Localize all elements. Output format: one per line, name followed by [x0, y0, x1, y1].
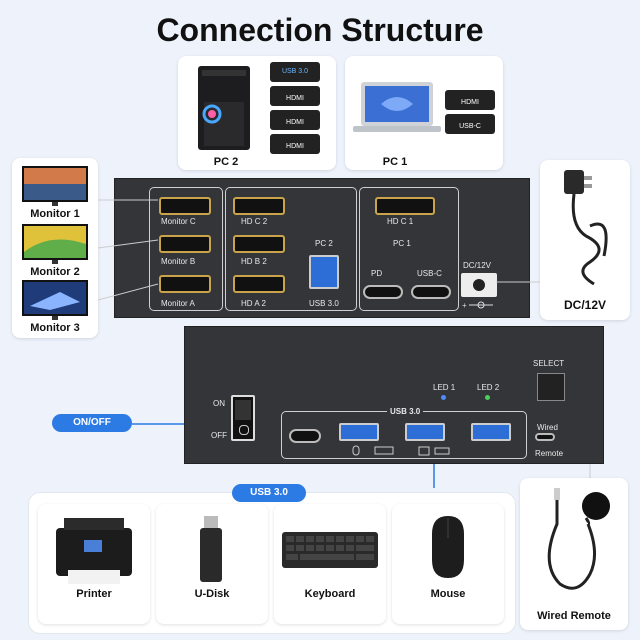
- device-udisk-card: U-Disk: [156, 504, 268, 624]
- page-title: Connection Structure: [156, 12, 484, 48]
- laptop-image: [353, 82, 441, 132]
- udisk-image: [200, 516, 222, 582]
- pc2-port-hdmi-1: HDMI: [270, 86, 320, 106]
- pc1-port-hdmi: HDMI: [445, 90, 495, 110]
- wired-remote-image: [547, 488, 610, 590]
- usb-hub-label: USB 3.0: [387, 407, 424, 416]
- monitor-1-image: [22, 166, 88, 206]
- monitor-c-label: Monitor C: [161, 217, 196, 226]
- hd-c2-label: HD C 2: [241, 217, 268, 226]
- pc1-usbc-port[interactable]: [411, 285, 451, 299]
- led2-indicator: [485, 395, 490, 400]
- mouse-image: [432, 516, 464, 578]
- hd-c1-port[interactable]: [375, 197, 435, 215]
- led1-label: LED 1: [433, 383, 456, 392]
- usb-port-printer[interactable]: [471, 423, 511, 441]
- usb3-b-label: USB 3.0: [309, 299, 339, 308]
- pc2-label: PC 2: [213, 156, 239, 168]
- monitor-c-port[interactable]: [159, 197, 211, 215]
- on-label: ON: [213, 399, 225, 408]
- keyboard-image: [282, 532, 378, 568]
- pc2-port-hdmi-2: HDMI: [270, 110, 320, 130]
- svg-text:+: +: [462, 301, 467, 310]
- monitor-b-port[interactable]: [159, 235, 211, 253]
- monitor-2-label: Monitor 2: [30, 266, 80, 278]
- tower-pc-image: [198, 66, 250, 150]
- onoff-badge: ON/OFF: [52, 414, 132, 432]
- wired-remote-label: Wired Remote: [537, 610, 611, 622]
- printer-label: Printer: [76, 588, 112, 600]
- pc2-card: USB 3.0 HDMI HDMI HDMI PC 2: [178, 56, 336, 170]
- pd-label: PD: [371, 269, 383, 278]
- kvm-front-panel: ON OFF LED 1 LED 2 SELECT USB 3.0 Wired …: [184, 326, 604, 464]
- monitor-b-label: Monitor B: [161, 257, 196, 266]
- monitor-1-label: Monitor 1: [30, 208, 80, 220]
- device-mouse-card: Mouse: [392, 504, 504, 624]
- front-usbc-port[interactable]: [289, 429, 321, 443]
- power-adapter-card: DC/12V: [540, 160, 630, 320]
- led1-indicator: [441, 395, 446, 400]
- device-printer-card: Printer: [38, 504, 150, 624]
- pc2-port-usb3: USB 3.0: [270, 62, 320, 82]
- monitors-card: Monitor 1 Monitor 2 Monitor 3: [12, 158, 98, 338]
- udisk-label: U-Disk: [194, 588, 230, 600]
- usb3-b-port[interactable]: [309, 255, 339, 289]
- select-button[interactable]: [537, 373, 565, 401]
- wired-remote-card: Wired Remote: [520, 478, 628, 630]
- hd-a2-port[interactable]: [233, 275, 285, 293]
- remote-label: Remote: [535, 449, 564, 458]
- hd-c1-label: HD C 1: [387, 217, 414, 226]
- device-keyboard-card: Keyboard: [274, 504, 386, 624]
- polarity-icon: +: [462, 301, 493, 310]
- keyboard-label: Keyboard: [304, 588, 356, 600]
- pc1-label: PC 1: [382, 156, 408, 168]
- monitor-2-image: [22, 224, 88, 264]
- power-label: DC/12V: [563, 298, 607, 312]
- pc2-input-group: [225, 187, 357, 311]
- pc1-card: HDMI USB-C PC 1: [345, 56, 503, 170]
- monitor-3-image: [22, 280, 88, 320]
- usb-port-mouse[interactable]: [339, 423, 379, 441]
- usb3-badge: USB 3.0: [232, 484, 306, 502]
- led2-label: LED 2: [477, 383, 500, 392]
- monitor-3-label: Monitor 3: [30, 322, 80, 334]
- pc2-port-hdmi-3: HDMI: [270, 134, 320, 154]
- usb-function-icons: [352, 445, 450, 456]
- printer-image: [56, 518, 132, 584]
- hd-b2-label: HD B 2: [241, 257, 267, 266]
- hd-c2-port[interactable]: [233, 197, 285, 215]
- select-label: SELECT: [533, 359, 565, 368]
- pc2-group-label: PC 2: [315, 239, 333, 248]
- dc-port-label: DC/12V: [463, 261, 492, 270]
- pc1-input-group: [359, 187, 459, 311]
- usb-port-keyboard[interactable]: [405, 423, 445, 441]
- monitor-output-group: [149, 187, 223, 311]
- power-switch[interactable]: [231, 395, 255, 441]
- wired-label: Wired: [537, 423, 558, 432]
- off-label: OFF: [211, 431, 227, 440]
- pc1-port-usbc: USB-C: [445, 114, 495, 134]
- pc1-usbc-label: USB-C: [417, 269, 442, 278]
- kvm-rear-panel: Monitor C Monitor B Monitor A HD C 2 HD …: [114, 178, 530, 318]
- hd-a2-label: HD A 2: [241, 299, 266, 308]
- dc-jack-port[interactable]: [461, 273, 497, 297]
- hd-b2-port[interactable]: [233, 235, 285, 253]
- monitor-a-port[interactable]: [159, 275, 211, 293]
- pd-port[interactable]: [363, 285, 403, 299]
- pc1-group-label: PC 1: [393, 239, 411, 248]
- remote-port[interactable]: [535, 433, 555, 441]
- monitor-a-label: Monitor A: [161, 299, 195, 308]
- mouse-label: Mouse: [430, 588, 466, 600]
- power-adapter-image: [564, 170, 608, 286]
